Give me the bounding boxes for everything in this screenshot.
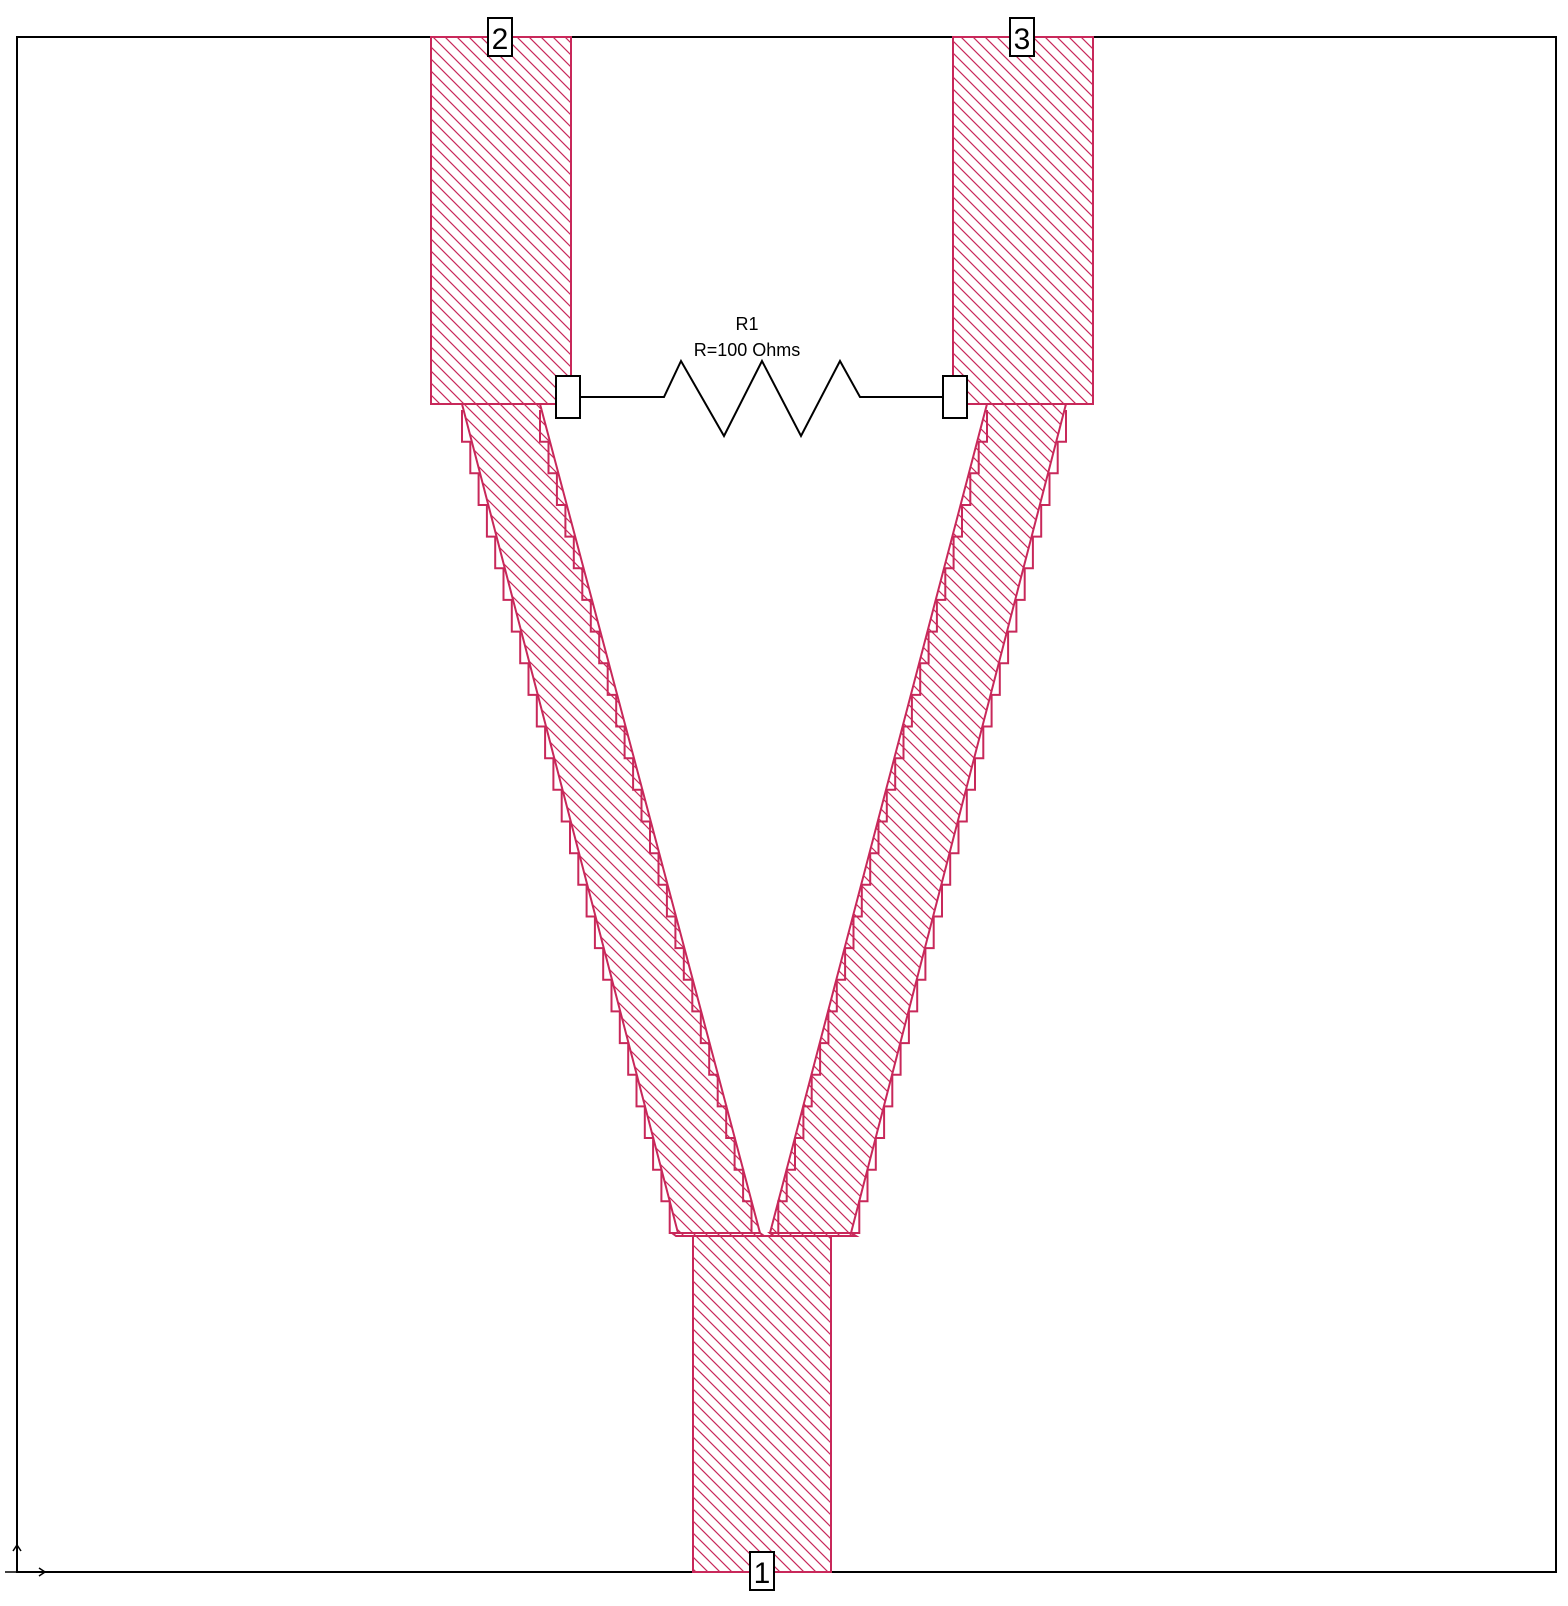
port1-label: 1 bbox=[754, 1557, 771, 1590]
port3-marker[interactable]: 3 bbox=[1009, 17, 1035, 57]
port2-marker[interactable]: 2 bbox=[487, 17, 513, 57]
port1-feed-line[interactable] bbox=[692, 1235, 832, 1573]
resistor-r1-pin-right[interactable] bbox=[942, 375, 968, 419]
right-branch-stepped-edge-inner bbox=[770, 410, 988, 1234]
resistor-r1-pin-left[interactable] bbox=[555, 375, 581, 419]
resistor-r1-zigzag bbox=[580, 358, 943, 439]
port2-label: 2 bbox=[492, 23, 509, 56]
port1-marker[interactable]: 1 bbox=[749, 1551, 775, 1591]
junction-pad[interactable] bbox=[669, 1232, 860, 1237]
right-branch-stepped-edge-outer bbox=[851, 410, 1067, 1234]
resistor-r1-designator: R1 bbox=[735, 314, 758, 334]
origin-axes-icon bbox=[5, 1543, 47, 1577]
resistor-r1[interactable]: R1 R=100 Ohms bbox=[555, 314, 968, 439]
left-branch-stepped-edge-outer bbox=[461, 410, 678, 1234]
port2-feed-line[interactable] bbox=[430, 36, 572, 405]
port3-label: 3 bbox=[1014, 23, 1031, 56]
port3-feed-line[interactable] bbox=[952, 36, 1094, 405]
resistor-r1-value: R=100 Ohms bbox=[694, 340, 801, 360]
left-branch-stepped-edge-inner bbox=[539, 410, 760, 1234]
